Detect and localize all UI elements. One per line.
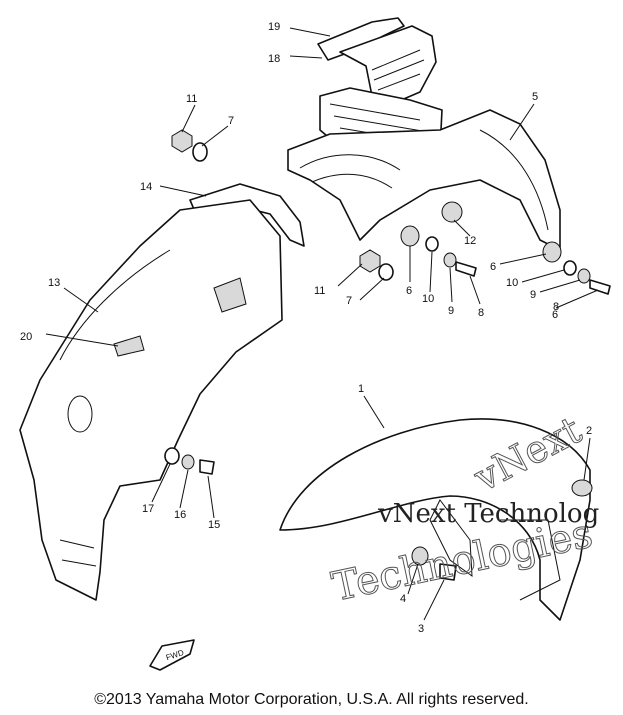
callout-8-right: 8: [553, 301, 559, 313]
front-direction-mark: FWD: [149, 639, 195, 671]
callout-11-lower: 11: [314, 285, 325, 297]
callout-13: 13: [48, 277, 60, 289]
callout-9-center: 9: [448, 305, 454, 317]
callout-6-right: 6: [490, 261, 496, 273]
callout-10-center: 10: [422, 293, 434, 305]
callout-17: 17: [142, 503, 154, 515]
rear-fender-main: [19, 199, 283, 601]
callout-6-center: 6: [406, 285, 412, 297]
callout-15: 15: [208, 519, 220, 531]
callout-3: 3: [418, 623, 424, 635]
tail-light-assembly: [317, 17, 437, 105]
callout-7-lower: 7: [346, 295, 352, 307]
rear-fender-upper: [287, 87, 561, 251]
callout-1: 1: [358, 383, 364, 395]
callout-6-far-right: 6: [552, 309, 558, 321]
callout-2: 2: [586, 425, 592, 437]
callout-4: 4: [400, 593, 406, 605]
callout-20: 20: [20, 331, 32, 343]
callout-10-right: 10: [506, 277, 518, 289]
callout-11-top: 11: [186, 93, 197, 105]
copyright-notice: ©2013 Yamaha Motor Corporation, U.S.A. A…: [94, 691, 529, 708]
callout-19: 19: [268, 21, 280, 33]
watermark-line-3: vNext Technolog: [377, 499, 599, 529]
callout-8-center: 8: [478, 307, 484, 319]
callout-5: 5: [532, 91, 538, 103]
callout-18: 18: [268, 53, 280, 65]
callout-12: 12: [464, 235, 476, 247]
callout-9-right: 9: [530, 289, 536, 301]
fasteners: [164, 129, 611, 581]
callout-14: 14: [140, 181, 152, 193]
front-fender: [279, 418, 591, 621]
leader-lines: [45, 27, 599, 621]
callout-16: 16: [174, 509, 186, 521]
callout-7-top: 7: [228, 115, 234, 127]
